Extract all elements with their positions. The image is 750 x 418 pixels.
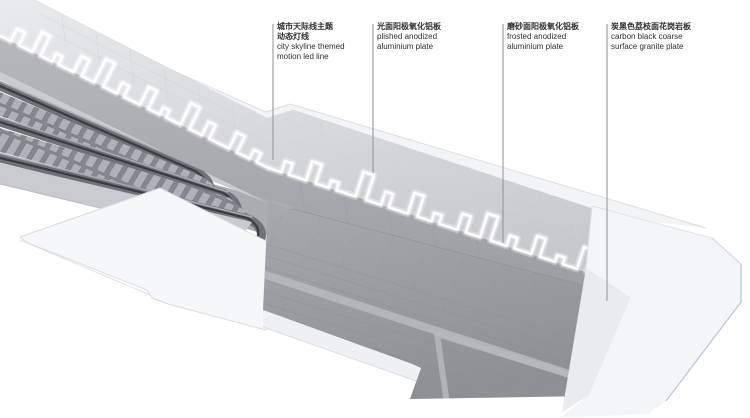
annotation-en-line: plished anodized [377, 32, 438, 41]
annotation-en-line: city skyline themed [277, 42, 345, 51]
right-corner-wall [560, 205, 742, 418]
annotation-en-line: carbon black coarse [611, 32, 683, 41]
annotation-en-line: surface granite plate [611, 41, 684, 51]
annotation-zh-line: 磨砂面阳极氧化铝板 [507, 22, 579, 31]
right-wall-inner-face [562, 268, 630, 412]
escalator [0, 72, 268, 244]
annotation-frosted-plate: 磨砂面阳极氧化铝板 frosted anodized aluminium pla… [507, 22, 607, 51]
escalator-step-channel-1 [0, 92, 227, 195]
escalator-step-channel-2 [0, 128, 252, 218]
annotation-en-line: frosted anodized [507, 32, 567, 41]
annotation-en-line: aluminium plate [507, 41, 564, 51]
wall-lower-band [0, 36, 630, 298]
leader-lines [272, 24, 608, 301]
floor-border-frame [433, 329, 588, 399]
floor-edge-slab [262, 310, 420, 382]
annotation-zh-line: 城市天际线主题 [277, 22, 333, 31]
annotation-zh-line: 炭黑色荔枝面花岗岩板 [611, 22, 691, 31]
annotation-en-line: motion led line [277, 51, 329, 61]
annotation-zh-line: 动态灯线 [277, 32, 309, 41]
annotation-granite-plate: 炭黑色荔枝面花岗岩板 carbon black coarse surface g… [611, 22, 711, 51]
annotation-city-skyline-led: 城市天际线主题 动态灯线 city skyline themed motion … [277, 22, 377, 61]
annotation-polished-plate: 光面阳极氧化铝板 plished anodized aluminium plat… [377, 22, 477, 51]
annotation-zh-line: 光面阳极氧化铝板 [377, 22, 441, 31]
annotation-en-line: aluminium plate [377, 41, 434, 51]
escalator-rail-outer [0, 152, 266, 244]
wall-tile-face [0, 0, 631, 299]
